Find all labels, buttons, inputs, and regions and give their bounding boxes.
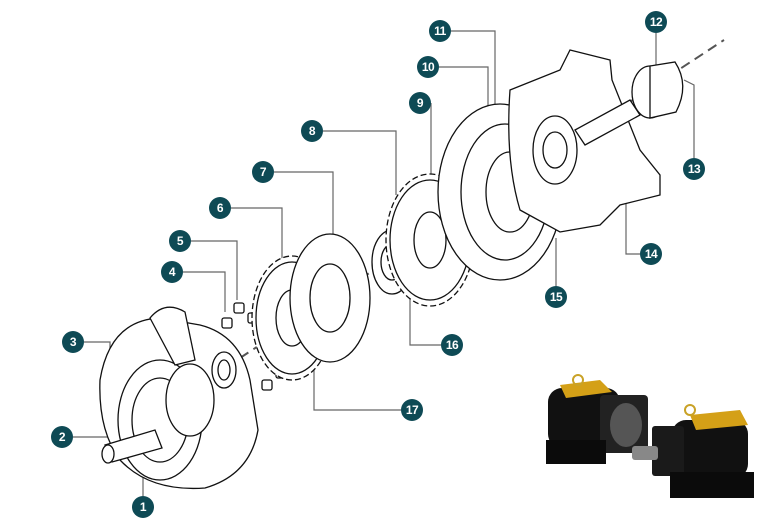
output-shaft [574, 61, 684, 146]
callout-12: 12 [645, 11, 667, 33]
callout-6: 6 [209, 197, 231, 219]
pin-plate [289, 233, 371, 363]
left-housing [99, 306, 259, 490]
callout-7: 7 [252, 161, 274, 183]
callout-1: 1 [132, 496, 154, 518]
callout-15: 15 [545, 286, 567, 308]
callout-4: 4 [161, 261, 183, 283]
leader-lines [73, 30, 695, 496]
product-photo [546, 374, 754, 498]
callout-13: 13 [683, 158, 705, 180]
callout-5: 5 [169, 230, 191, 252]
callout-10: 10 [417, 56, 439, 78]
callout-16: 16 [441, 334, 463, 356]
callout-3: 3 [62, 331, 84, 353]
callout-9: 9 [409, 92, 431, 114]
left-bearing [211, 351, 237, 389]
callout-2: 2 [51, 426, 73, 448]
callout-11: 11 [429, 20, 451, 42]
callout-8: 8 [301, 120, 323, 142]
callout-17: 17 [401, 399, 423, 421]
callout-14: 14 [640, 243, 662, 265]
